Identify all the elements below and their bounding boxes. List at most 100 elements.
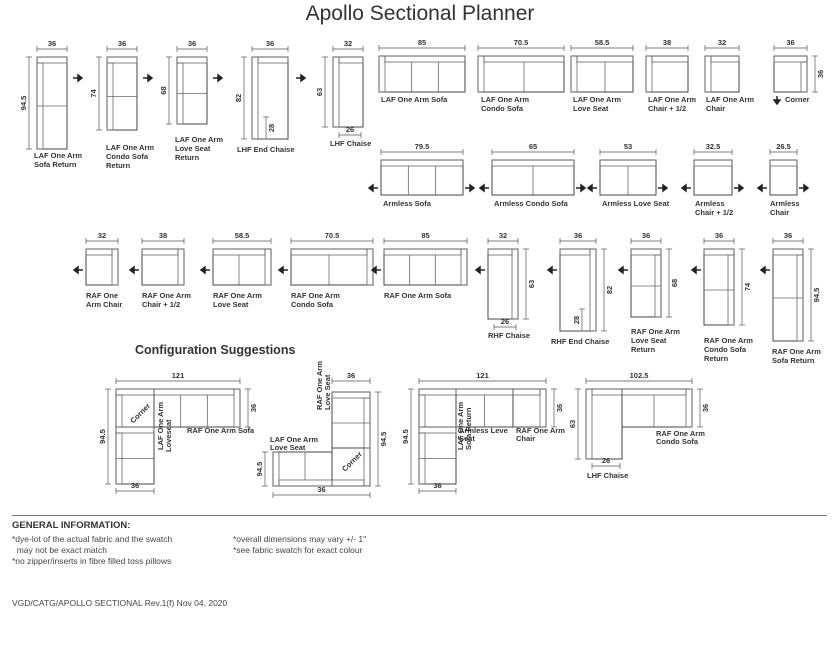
dimension-label: 82 [234,94,243,102]
arrow-head [370,265,377,275]
piece-label: Condo Sofa [106,152,149,161]
arrow-icon [759,265,770,275]
armrest [772,248,804,256]
arrow-icon [199,265,210,275]
piece-label: RHF Chaise [488,331,530,340]
piece-label: LAF One Arm Sofa [381,95,448,104]
piece-label: RAF One Arm [631,327,680,336]
piece-label: Corner [785,95,810,104]
piece-outline [85,248,119,286]
config-label: Love Seat [270,443,306,452]
armrest [115,426,155,434]
piece-label: Chair [770,208,789,217]
piece-label: LHF Chaise [330,139,371,148]
arrow-head [199,265,206,275]
general-info-heading: GENERAL INFORMATION: [12,520,131,531]
backrest [710,55,740,63]
arrow-head [662,183,669,193]
armrest [685,388,693,428]
dimension-label: 36 [433,481,441,490]
piece-label: RHF End Chaise [551,337,609,346]
note-line: *overall dimensions may vary +/- 1" [233,534,367,544]
armrest [106,56,138,64]
armrest [460,248,468,286]
armrest [703,248,735,256]
config-label: RAF One Arm Sofa [187,426,255,435]
piece-label: LAF One Arm [573,95,621,104]
dimension-label: 58.5 [595,38,610,47]
arrow-head [474,265,481,275]
dimension-label: 36 [642,231,650,240]
general-note-right: *overall dimensions may vary +/- 1" *see… [233,534,366,556]
armrest [630,248,662,256]
dimension-label: 68 [159,86,168,94]
arrow-head [803,183,810,193]
config-label: RAF One Arm [656,429,705,438]
piece-label: Chair + 1/2 [695,208,733,217]
backrest [384,55,466,63]
page-title: Apollo Sectional Planner [305,2,535,25]
dimension-label: 63 [315,88,324,96]
armrest [176,56,208,64]
dimension-label: 32 [718,38,726,47]
arrow-head [772,99,782,106]
arrow-icon [617,265,628,275]
piece-label: RAF One Arm [142,291,191,300]
dimension-label: 26 [501,317,509,326]
piece-outline [477,55,565,93]
piece-label: Armless Sofa [383,199,432,208]
piece-outline [704,55,740,93]
configurations-heading: Configuration Suggestions [135,343,296,357]
backrest [338,56,364,64]
arrow-icon [143,73,154,83]
arrow-head [469,183,476,193]
arrow-head [128,265,135,275]
dimension-label: 32 [344,39,352,48]
arrow-icon [546,265,557,275]
dimension-label: 36 [188,39,196,48]
piece-label: Arm Chair [86,300,122,309]
arrow-icon [128,265,139,275]
piece-label: Armless [770,199,800,208]
config-label: LAF One Arm [270,435,318,444]
arrow-icon [478,183,489,193]
armrest [111,248,119,286]
dimension-label: 94.5 [379,432,388,447]
dimension-label: 74 [89,89,98,98]
piece-label: Chair + 1/2 [142,300,180,309]
backrest [651,55,689,63]
piece-label: Chair + 1/2 [648,104,686,113]
config-label: Chair [516,434,535,443]
dimension-label: 36 [118,39,126,48]
piece-label: Sofa Return [34,160,77,169]
piece-label: RAF One [86,291,118,300]
arrow-icon [73,73,84,83]
piece-label: RAF One Arm [704,336,753,345]
dimension-label: 36 [48,39,56,48]
dimension-label: 26.5 [776,142,791,151]
piece-outline [773,55,808,93]
arrow-icon [772,96,782,106]
backrest [380,159,464,167]
note-line: may not be exact match [12,545,107,555]
piece-label: Return [106,161,131,170]
arrow-icon [370,265,381,275]
arrow-head [617,265,624,275]
arrow-icon [367,183,378,193]
backrest [693,159,733,167]
piece-label: Love Seat [175,144,211,153]
dimension-label: 68 [670,279,679,287]
armrest [177,248,185,286]
